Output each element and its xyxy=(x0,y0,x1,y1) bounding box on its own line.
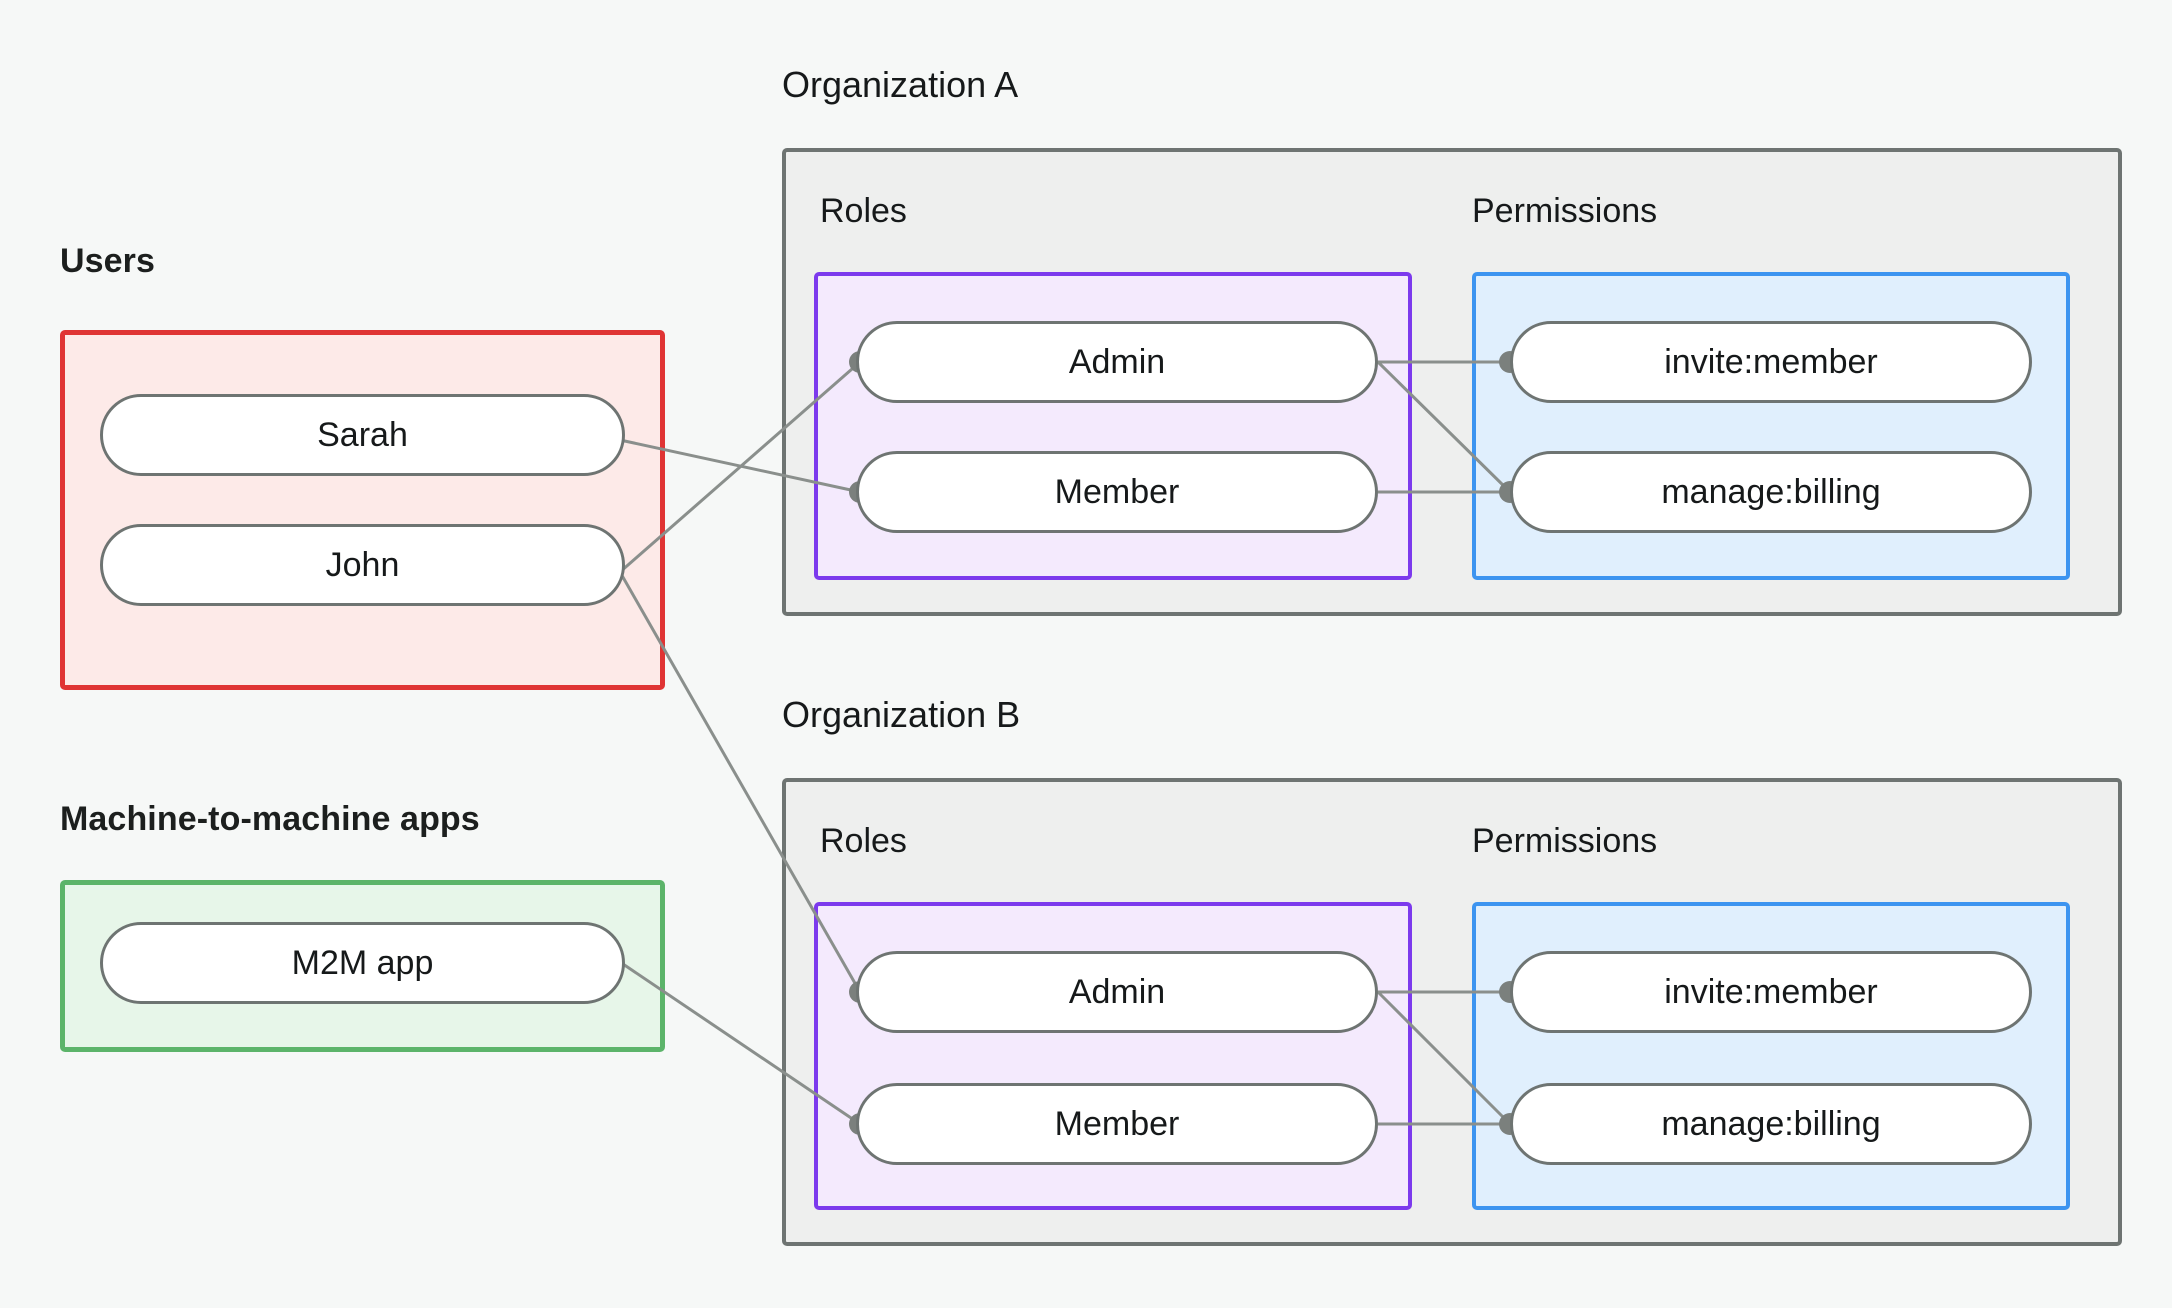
organization-a-label: Organization A xyxy=(782,64,1019,105)
organization-a-role-member-label: Member xyxy=(1054,472,1180,511)
organization-a-role-admin[interactable]: Admin xyxy=(856,321,1378,403)
organization-a-role-admin-label: Admin xyxy=(1068,342,1166,381)
organization-a-permission-invite-member[interactable]: invite:member xyxy=(1510,321,2032,403)
organization-a-permission-manage-billing[interactable]: manage:billing xyxy=(1510,451,2032,533)
organization-b-permission-manage-billing-label: manage:billing xyxy=(1661,1104,1881,1143)
organization-b-permission-invite-member[interactable]: invite:member xyxy=(1510,951,2032,1033)
organization-a-permissions-container xyxy=(1472,272,2070,580)
organization-b-roles-label: Roles xyxy=(820,822,907,860)
organization-a-roles-label: Roles xyxy=(820,192,907,230)
users-group-label: Users xyxy=(60,242,156,280)
organization-b-permission-invite-member-label: invite:member xyxy=(1664,972,1878,1011)
organization-a-permission-manage-billing-label: manage:billing xyxy=(1661,472,1881,511)
m2m-pill-app-label: M2M app xyxy=(291,943,434,982)
organization-a-permission-invite-member-label: invite:member xyxy=(1664,342,1878,381)
organization-a-roles-container xyxy=(814,272,1412,580)
organization-b-permission-manage-billing[interactable]: manage:billing xyxy=(1510,1083,2032,1165)
organization-a-role-member[interactable]: Member xyxy=(856,451,1378,533)
organization-b-label: Organization B xyxy=(782,694,1021,735)
user-pill-sarah[interactable]: Sarah xyxy=(100,394,625,476)
organization-b-role-admin[interactable]: Admin xyxy=(856,951,1378,1033)
user-pill-john[interactable]: John xyxy=(100,524,625,606)
organization-a-permissions-label: Permissions xyxy=(1472,192,1658,230)
m2m-pill-app[interactable]: M2M app xyxy=(100,922,625,1004)
organization-b-role-member-label: Member xyxy=(1054,1104,1180,1143)
m2m-group-label: Machine-to-machine apps xyxy=(60,800,480,838)
organization-b-role-admin-label: Admin xyxy=(1068,972,1166,1011)
organization-b-role-member[interactable]: Member xyxy=(856,1083,1378,1165)
user-pill-sarah-label: Sarah xyxy=(317,415,408,454)
organization-b-permissions-label: Permissions xyxy=(1472,822,1658,860)
user-pill-john-label: John xyxy=(325,545,400,584)
users-container xyxy=(60,330,665,690)
